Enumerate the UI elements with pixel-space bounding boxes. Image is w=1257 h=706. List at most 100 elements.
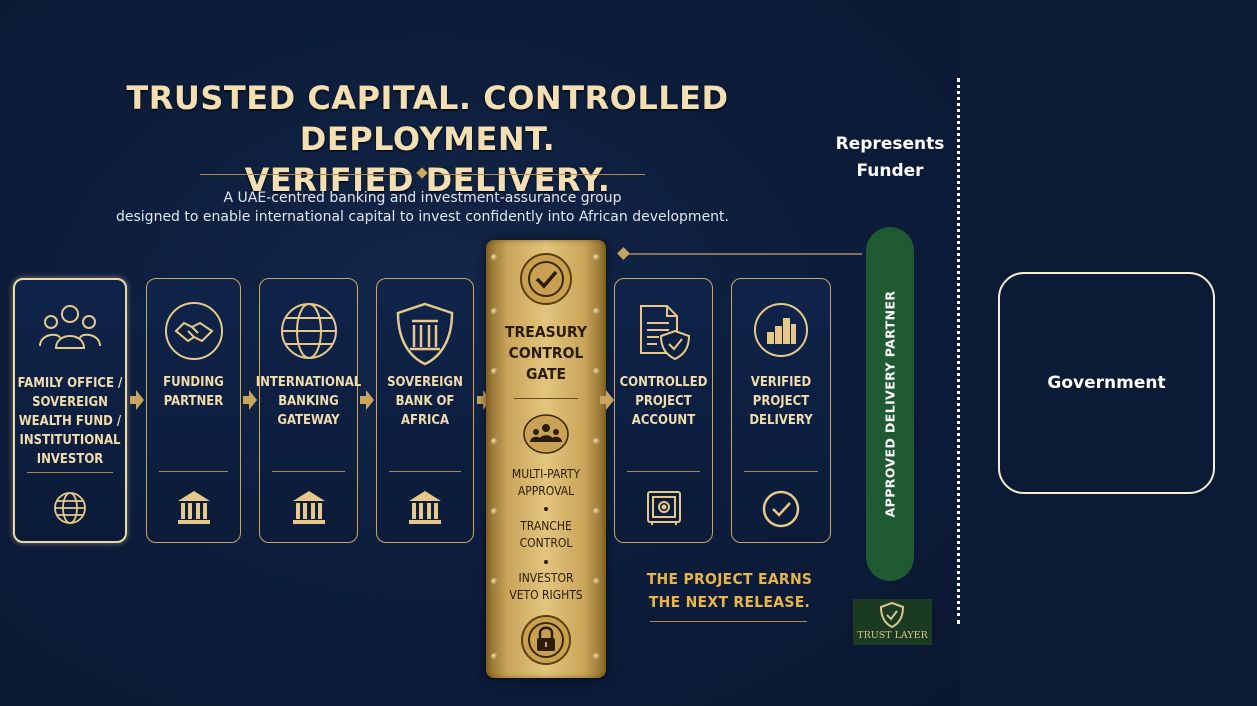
rivet [593, 508, 600, 515]
government-box: Government [998, 272, 1215, 494]
bank-icon [291, 489, 327, 529]
card-sovereign-bank: SOVEREIGN BANK OF AFRICA [376, 278, 474, 543]
card-label: VERIFIED PROJECT DELIVERY [734, 373, 828, 430]
card-funding-partner: FUNDING PARTNER [146, 278, 241, 543]
subtitle: A UAE-centred banking and investment-ass… [20, 189, 825, 227]
card-label-line: DELIVERY [749, 413, 813, 428]
gate-item-line: TRANCHE [520, 519, 572, 533]
card-separator [27, 472, 113, 473]
partner-label: APPROVED DELIVERY PARTNER [882, 290, 898, 518]
gate-bullet [544, 560, 548, 564]
subtitle-line-2: designed to enable international capital… [116, 209, 729, 225]
card-investor: FAMILY OFFICE / SOVEREIGN WEALTH FUND / … [13, 278, 127, 543]
rivet [491, 508, 498, 515]
card-label-line: VERIFIED [750, 375, 812, 390]
gate-item-line: APPROVAL [517, 484, 575, 498]
card-label-line: PROJECT [752, 394, 810, 409]
rivet [593, 308, 600, 315]
card-label-line: INVESTOR [36, 452, 104, 467]
subtitle-line-1: A UAE-centred banking and investment-ass… [223, 190, 622, 206]
gate-item-approval: MULTI-PARTY APPROVAL [486, 466, 606, 500]
card-verified-delivery: VERIFIED PROJECT DELIVERY [731, 278, 831, 543]
slogan-line: THE PROJECT EARNS [646, 570, 813, 588]
government-label: Government [1047, 373, 1166, 393]
rivet [491, 438, 498, 445]
card-label-line: FAMILY OFFICE / [17, 376, 123, 391]
gate-item-line: VETO RIGHTS [509, 588, 583, 602]
gate-item-tranche: TRANCHE CONTROL [486, 518, 606, 552]
rivet [491, 368, 498, 375]
globe-icon [279, 301, 339, 365]
card-label-line: SOVEREIGN [32, 395, 108, 410]
represents-funder-label: Represents Funder [825, 131, 955, 185]
panel-divider [957, 78, 960, 624]
slogan-underline [650, 621, 807, 622]
gate-item-veto: INVESTOR VETO RIGHTS [486, 570, 606, 604]
card-separator [272, 471, 345, 472]
card-label-line: SOVEREIGN [387, 375, 463, 390]
flow-arrow [600, 390, 614, 410]
flow-arrow [243, 390, 257, 410]
bar-chart-icon [752, 301, 810, 363]
gate-title: TREASURY CONTROL GATE [486, 322, 606, 385]
rivet [491, 653, 498, 660]
card-controlled-account: CONTROLLED PROJECT ACCOUNT [614, 278, 713, 543]
card-separator [389, 471, 461, 472]
checkmark-icon [519, 252, 573, 310]
people-group-icon [523, 414, 569, 458]
padlock-icon [520, 614, 572, 670]
card-label: CONTROLLED PROJECT ACCOUNT [617, 373, 710, 430]
trust-layer-label: TRUST LAYER [857, 630, 928, 641]
title-divider-left [200, 174, 410, 175]
rivet [491, 578, 498, 585]
rivet [593, 254, 600, 261]
gate-rail-right [592, 248, 602, 670]
gate-bullet [544, 507, 548, 511]
shield-check-icon [879, 601, 905, 633]
slogan: THE PROJECT EARNS THE NEXT RELEASE. [622, 568, 837, 614]
people-group-icon [38, 302, 102, 356]
flow-arrow [477, 390, 491, 410]
card-separator [744, 471, 818, 472]
card-label-line: CONTROLLED [619, 375, 708, 390]
trust-layer-badge: TRUST LAYER [853, 599, 932, 645]
card-label-line: FUNDING [163, 375, 224, 390]
shield-pillar-icon [394, 301, 456, 371]
card-label-line: AFRICA [400, 413, 450, 428]
rivet [593, 368, 600, 375]
safe-icon [645, 489, 683, 531]
card-label: SOVEREIGN BANK OF AFRICA [379, 373, 471, 430]
handshake-icon [164, 301, 224, 365]
card-label-line: GATEWAY [277, 413, 340, 428]
gate-item-line: MULTI-PARTY [511, 467, 581, 481]
bank-icon [176, 489, 212, 529]
gate-rail-left [490, 248, 500, 670]
card-label-line: PROJECT [635, 394, 692, 409]
approved-delivery-partner-pill: APPROVED DELIVERY PARTNER [866, 227, 914, 581]
page-title: TRUSTED CAPITAL. CONTROLLED DEPLOYMENT. … [20, 78, 835, 201]
gate-title-line: TREASURY [505, 323, 587, 341]
card-label: FUNDING PARTNER [149, 373, 238, 411]
rivet [491, 308, 498, 315]
card-label-line: ACCOUNT [631, 413, 696, 428]
card-label-line: BANK OF [395, 394, 455, 409]
card-banking-gateway: INTERNATIONAL BANKING GATEWAY [256, 278, 362, 543]
rivet [491, 254, 498, 261]
card-label-line: WEALTH FUND / [18, 414, 122, 429]
rivet [593, 578, 600, 585]
flow-arrow [130, 390, 144, 410]
represents-line: Represents [835, 134, 945, 154]
card-label-line: INTERNATIONAL [255, 375, 362, 390]
rivet [593, 438, 600, 445]
gate-separator [514, 398, 578, 399]
rivet [593, 653, 600, 660]
card-label: FAMILY OFFICE / SOVEREIGN WEALTH FUND / … [17, 374, 123, 469]
document-shield-icon [637, 303, 691, 365]
card-label-line: PARTNER [163, 394, 224, 409]
gate-title-line: GATE [525, 365, 567, 383]
title-divider-right [435, 174, 645, 175]
card-label-line: INSTITUTIONAL [19, 433, 121, 448]
bank-icon [407, 489, 443, 529]
card-label: INTERNATIONAL BANKING GATEWAY [256, 373, 362, 430]
slogan-line: THE NEXT RELEASE. [648, 593, 811, 611]
